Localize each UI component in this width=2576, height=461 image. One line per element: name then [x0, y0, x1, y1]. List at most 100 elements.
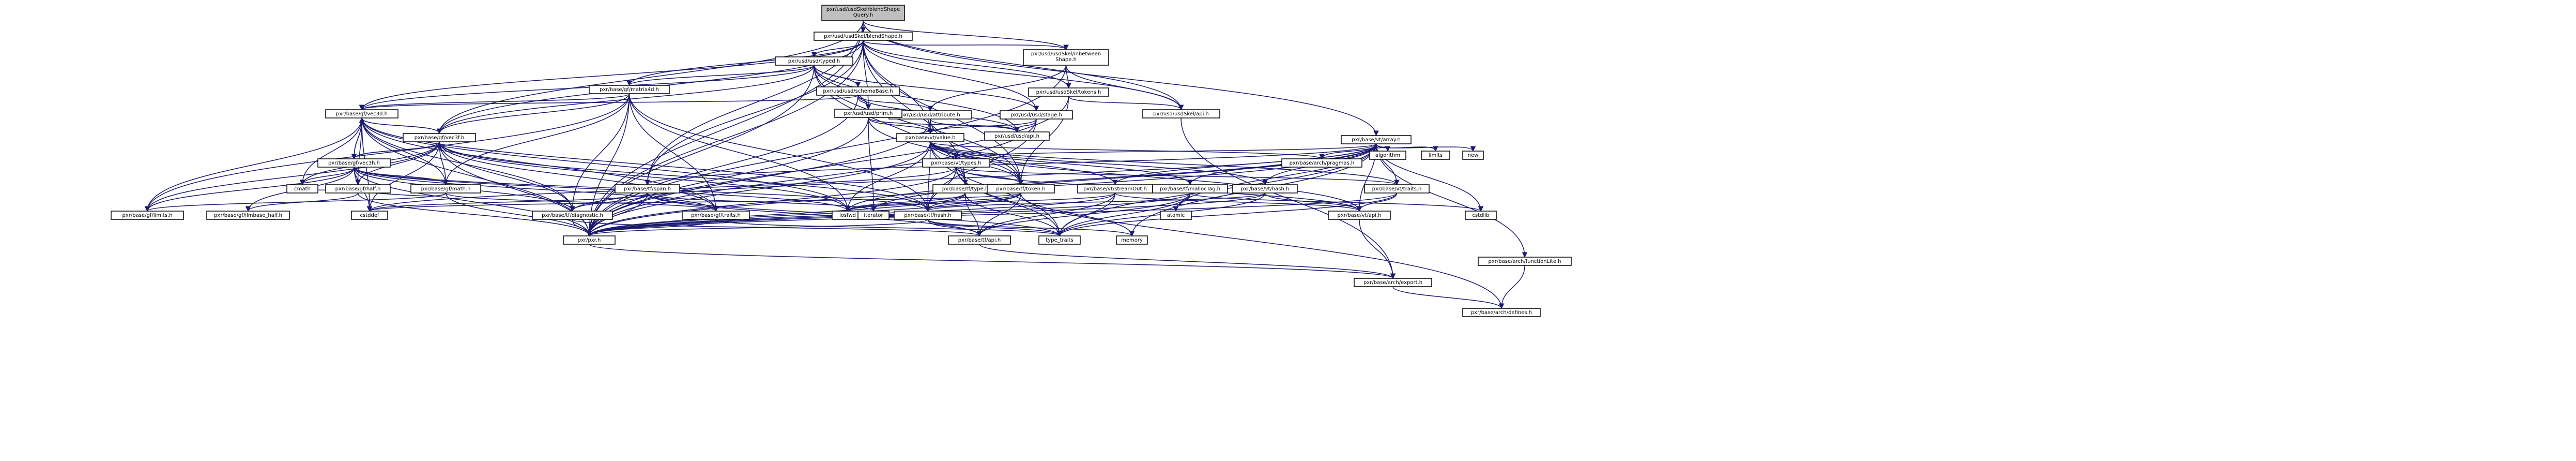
node-vttraits[interactable]: pxr/base/vt/traits.h — [1364, 184, 1430, 194]
edge-group — [586, 192, 648, 237]
node-prim[interactable]: pxr/usd/usd/prim.h — [834, 109, 902, 118]
edge-group — [863, 40, 1069, 51]
edge-group — [845, 192, 1116, 212]
edge-group — [144, 93, 630, 212]
edge-group — [587, 219, 928, 237]
edge-typed-to-stage — [814, 65, 1039, 112]
edge-vtarray-to-iterator — [870, 143, 1377, 212]
edge-matrix4d-to-gfmath — [443, 93, 630, 186]
node-box-bs — [814, 32, 913, 41]
edge-group — [870, 143, 1377, 212]
node-limits: limits — [1421, 151, 1450, 160]
edge-group — [354, 117, 365, 159]
node-label-memory: memory — [1121, 237, 1143, 243]
node-vtvalue[interactable]: pxr/base/vt/value.h — [896, 133, 964, 142]
node-malloctag[interactable]: pxr/base/tf/mallocTag.h — [1152, 184, 1228, 194]
edge-vec3d-to-tfhash — [361, 117, 931, 212]
edge-group — [367, 192, 1021, 212]
node-label-gfmath: pxr/base/gf/math.h — [421, 186, 471, 192]
node-label-vtarray: pxr/base/vt/array.h — [1352, 137, 1400, 143]
node-tftoken[interactable]: pxr/base/tf/token.h — [987, 184, 1055, 194]
edge-gftraits-to-typetraits — [715, 219, 1062, 237]
node-streamout[interactable]: pxr/base/vt/streamOut.h — [1077, 184, 1153, 194]
edge-typed-to-vec3f — [436, 65, 815, 135]
edge-group — [868, 117, 933, 135]
edge-group — [845, 141, 931, 212]
edge-streamout-to-tfapi — [976, 192, 1116, 237]
node-box-gftraits — [682, 211, 750, 220]
node-label-tfapi: pxr/base/tf/api.h — [958, 237, 1001, 243]
edge-vtvalue-to-vthash — [930, 141, 1268, 186]
edge-group — [587, 192, 1191, 237]
edge-vttypes-to-pxrh — [586, 167, 957, 237]
node-diagnostic[interactable]: pxr/base/tf/diagnostic.h — [532, 211, 613, 220]
edge-group — [361, 117, 575, 212]
node-label-vtvalue: pxr/base/vt/value.h — [906, 135, 956, 141]
node-label-gftraits: pxr/base/gf/traits.h — [691, 213, 741, 218]
node-label-tftype: pxr/base/tf/type.h — [942, 186, 989, 192]
node-cstdlib: cstdlib — [1465, 211, 1497, 220]
edge-group — [863, 20, 1379, 137]
edge-vec3h-to-gftraits — [354, 167, 719, 212]
edge-bs-to-tfspan — [645, 40, 864, 186]
edge-group — [1264, 192, 1362, 212]
edge-group — [927, 219, 983, 237]
edge-vttypes-to-vttraits — [956, 167, 1400, 186]
edge-group — [979, 244, 1396, 279]
edge-group — [436, 65, 815, 135]
edge-group — [645, 40, 864, 186]
edge-streamout-to-vtapi — [1114, 192, 1362, 212]
node-vthash[interactable]: pxr/base/vt/hash.h — [1232, 184, 1298, 194]
node-schemabase[interactable]: pxr/usd/usd/schemaBase.h — [816, 86, 900, 96]
node-matrix4d[interactable]: pxr/base/gf/matrix4d.h — [589, 85, 670, 94]
node-stage[interactable]: pxr/usd/usd/stage.h — [1000, 110, 1073, 120]
node-vec3h[interactable]: pxr/base/gf/vec3h.h — [317, 158, 391, 168]
node-box-vtapi — [1328, 211, 1391, 220]
edge-group — [1065, 65, 1184, 111]
node-box-iterator — [857, 211, 890, 220]
node-atomic: atomic — [1160, 211, 1192, 220]
node-label-archexport: pxr/base/arch/export.h — [1363, 280, 1422, 286]
edge-bs-to-inbetween — [863, 40, 1069, 51]
node-label-cstddef: cstddef — [360, 213, 379, 218]
edge-group — [863, 40, 871, 110]
edge-group — [868, 117, 1020, 133]
edge-bs-to-stage — [863, 40, 1039, 112]
node-bs: pxr/usd/usdSkel/blendShape.h — [814, 32, 913, 41]
node-functionlite: pxr/base/arch/functionLite.h — [1478, 257, 1572, 266]
edge-group — [930, 141, 1400, 186]
node-gftraits: pxr/base/gf/traits.h — [682, 211, 750, 220]
node-gfmath[interactable]: pxr/base/gf/math.h — [410, 184, 481, 194]
node-vttypes[interactable]: pxr/base/vt/types.h — [922, 158, 990, 168]
edge-skeltokens-to-pxrh — [586, 96, 1069, 237]
node-label-vttraits: pxr/base/vt/traits.h — [1372, 186, 1422, 192]
edge-group — [359, 93, 630, 111]
node-box-pragmas — [1281, 158, 1362, 168]
edge-group — [587, 192, 1398, 237]
node-box-vtarray — [1341, 135, 1412, 144]
node-vec3d: pxr/base/gf/vec3d.h — [325, 109, 398, 118]
edge-tfhash-to-typetraits — [927, 219, 1063, 237]
edge-group — [954, 143, 1377, 160]
edge-group — [586, 167, 957, 237]
edge-group — [845, 192, 1021, 212]
edge-group — [1180, 117, 1396, 279]
node-box-pxrh — [563, 235, 616, 245]
edge-group — [845, 192, 966, 212]
edge-root-to-inbetween — [863, 20, 1069, 51]
node-skeltokens[interactable]: pxr/usd/usdSkel/tokens.h — [1028, 87, 1109, 97]
edge-group — [359, 95, 858, 111]
edge-bs-to-vec3d — [359, 40, 864, 111]
edge-group — [628, 93, 931, 212]
node-vec3f: pxr/base/gf/vec3f.h — [403, 133, 476, 142]
node-box-limits — [1421, 151, 1450, 160]
node-tfhash[interactable]: pxr/base/tf/hash.h — [894, 211, 962, 220]
node-box-matrix4d — [589, 85, 670, 94]
node-box-tfapi — [948, 235, 1011, 245]
edge-streamout-to-iostream — [845, 192, 1116, 212]
edge-tfhash-to-tfapi — [927, 219, 983, 237]
edge-group — [930, 141, 1118, 186]
edge-vttraits-to-vtapi — [1356, 192, 1398, 212]
edge-group — [586, 96, 1069, 237]
